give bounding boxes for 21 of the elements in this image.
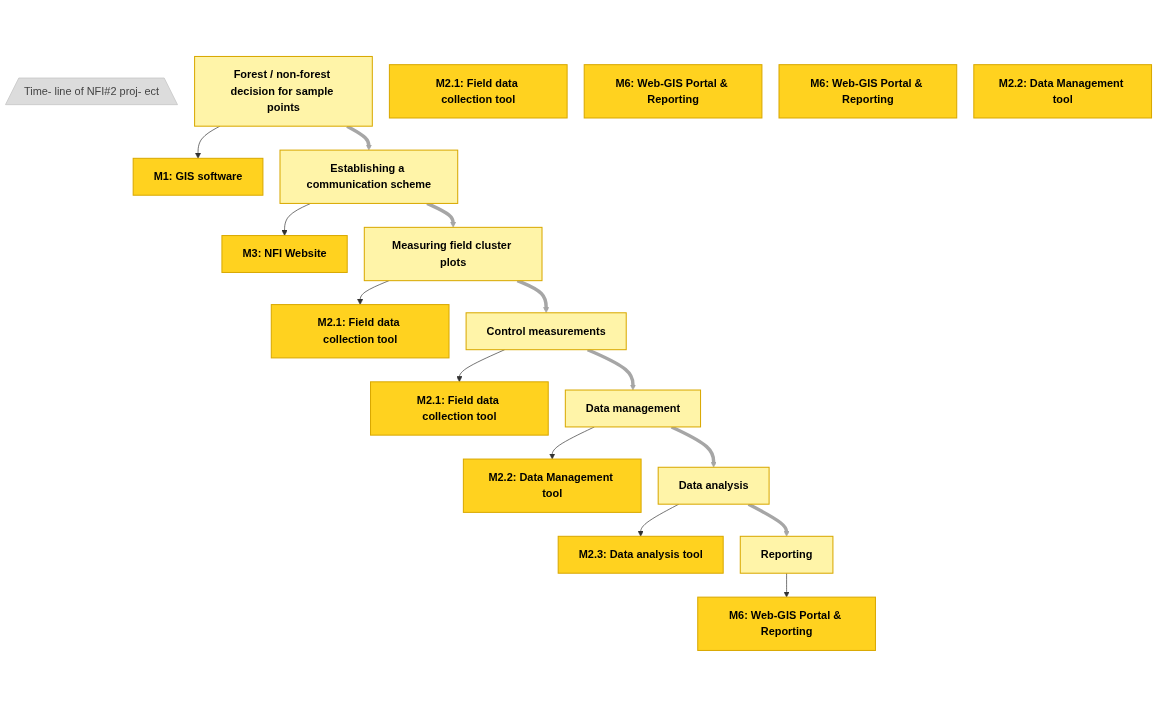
node-box: Data analysis: [657, 466, 770, 505]
node-box: M2.3: Data analysis tool: [557, 535, 724, 574]
node-box: Reporting: [739, 535, 834, 574]
node-box: M6: Web-GIS Portal & Reporting: [778, 64, 958, 119]
node-box: M6: Web-GIS Portal & Reporting: [697, 596, 876, 651]
node-box: Control measurements: [465, 312, 627, 351]
node-box: M6: Web-GIS Portal & Reporting: [583, 64, 763, 119]
arrow: [670, 425, 717, 468]
node-box: Forest / non-forest decision for sample points: [194, 56, 373, 127]
node-box: M2.1: Field data collection tool: [388, 64, 568, 119]
node-box: M3: NFI Website: [221, 235, 348, 273]
node-box: M1: GIS software: [132, 157, 264, 196]
node-box: M2.1: Field data collection tool: [270, 304, 450, 359]
node-box: Data management: [564, 389, 702, 428]
node-box: Measuring field cluster plots: [363, 226, 543, 282]
node-box: M2.2: Data Management tool: [462, 458, 642, 513]
node-box: M2.1: Field data collection tool: [370, 381, 549, 436]
node-box: M2.2: Data Management tool: [973, 64, 1153, 119]
node-box: Establishing a communication scheme: [279, 149, 459, 204]
arrow: [586, 348, 636, 391]
arrow: [516, 279, 550, 314]
